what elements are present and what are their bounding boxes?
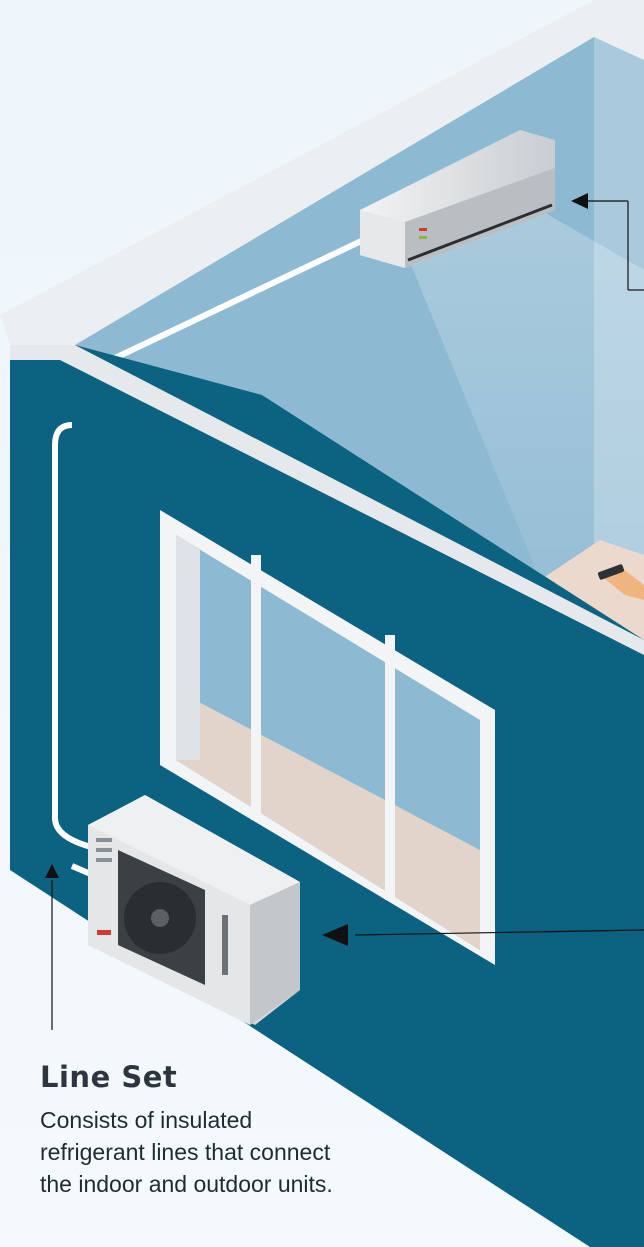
- line-set-description: Consists of insulated refrigerant lines …: [40, 1104, 360, 1200]
- line-set-title: Line Set: [40, 1060, 360, 1094]
- line-set-caption: Line Set Consists of insulated refrigera…: [40, 1060, 360, 1200]
